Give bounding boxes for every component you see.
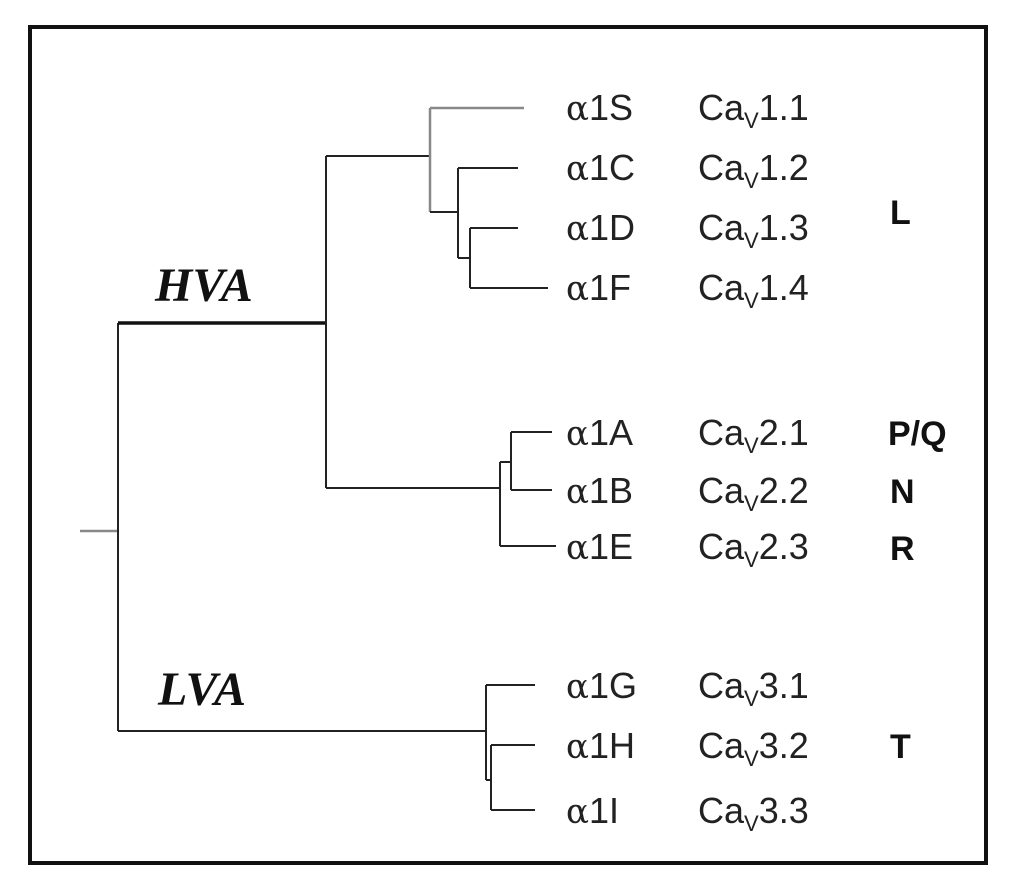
alpha-symbol: α — [566, 414, 589, 454]
alpha-symbol: α — [566, 792, 589, 832]
alpha-label-1h: α1H — [566, 725, 635, 767]
cav-label-3-3: CaV3.3 — [698, 793, 809, 842]
alpha-label-1g: α1G — [566, 665, 637, 707]
cav-label-3-2: CaV3.2 — [698, 728, 809, 777]
n-type-label: N — [890, 473, 915, 511]
cav-prefix: Ca — [698, 725, 745, 766]
cav-number: 2.2 — [758, 470, 809, 511]
cav-prefix: Ca — [698, 790, 745, 831]
cav-prefix: Ca — [698, 526, 745, 567]
alpha-symbol: α — [566, 667, 589, 707]
hva-class-label: HVA — [155, 259, 253, 312]
cav-subscript: V — [744, 433, 759, 458]
cav-label-2-1: CaV2.1 — [698, 415, 809, 464]
cav-label-2-2: CaV2.2 — [698, 473, 809, 522]
cav-subscript: V — [744, 288, 759, 313]
cav-subscript: V — [744, 746, 759, 771]
cav-label-3-1: CaV3.1 — [698, 668, 809, 717]
cav-prefix: Ca — [698, 665, 745, 706]
cav-subscript: V — [744, 686, 759, 711]
alpha-symbol: α — [566, 209, 589, 249]
alpha-name: 1A — [588, 412, 634, 453]
cav-number: 2.3 — [758, 526, 809, 567]
alpha-symbol: α — [566, 472, 589, 512]
cav-subscript: V — [744, 811, 759, 836]
cav-label-1-3: CaV1.3 — [698, 210, 809, 259]
alpha-symbol: α — [566, 528, 589, 568]
figure-frame — [28, 25, 988, 865]
cav-label-1-1: CaV1.1 — [698, 90, 809, 139]
alpha-label-1e: α1E — [566, 526, 634, 568]
alpha-label-1i: α1I — [566, 790, 619, 832]
alpha-label-1c: α1C — [566, 147, 635, 189]
cav-prefix: Ca — [698, 87, 745, 128]
alpha-label-1a: α1A — [566, 412, 634, 454]
cav-number: 1.1 — [758, 87, 809, 128]
alpha-symbol: α — [566, 89, 589, 129]
cav-prefix: Ca — [698, 267, 745, 308]
cav-prefix: Ca — [698, 207, 745, 248]
cav-label-2-3: CaV2.3 — [698, 529, 809, 578]
cav-number: 2.1 — [758, 412, 809, 453]
alpha-name: 1H — [588, 725, 635, 766]
alpha-name: 1G — [588, 665, 637, 706]
cav-subscript: V — [744, 108, 759, 133]
alpha-symbol: α — [566, 149, 589, 189]
alpha-name: 1S — [588, 87, 634, 128]
cav-subscript: V — [744, 228, 759, 253]
cav-subscript: V — [744, 547, 759, 572]
alpha-name: 1E — [588, 526, 634, 567]
cav-label-1-4: CaV1.4 — [698, 270, 809, 319]
cav-subscript: V — [744, 168, 759, 193]
cav-number: 1.3 — [758, 207, 809, 248]
t-type-label: T — [890, 728, 911, 766]
cav-number: 3.3 — [758, 790, 809, 831]
alpha-label-1f: α1F — [566, 267, 631, 309]
cav-number: 1.2 — [758, 147, 809, 188]
alpha-name: 1B — [588, 470, 634, 511]
alpha-label-1b: α1B — [566, 470, 634, 512]
cav-label-1-2: CaV1.2 — [698, 150, 809, 199]
lva-class-label: LVA — [158, 663, 247, 716]
pq-type-label: P/Q — [888, 415, 947, 453]
cav-prefix: Ca — [698, 147, 745, 188]
cav-number: 1.4 — [758, 267, 809, 308]
cav-number: 3.2 — [758, 725, 809, 766]
alpha-name: 1I — [588, 790, 619, 831]
alpha-name: 1D — [588, 207, 635, 248]
r-type-label: R — [890, 530, 915, 568]
alpha-name: 1C — [588, 147, 635, 188]
alpha-symbol: α — [566, 269, 589, 309]
cav-number: 3.1 — [758, 665, 809, 706]
l-type-label: L — [890, 194, 911, 232]
cav-prefix: Ca — [698, 412, 745, 453]
cav-subscript: V — [744, 491, 759, 516]
alpha-symbol: α — [566, 727, 589, 767]
cav-prefix: Ca — [698, 470, 745, 511]
alpha-label-1d: α1D — [566, 207, 635, 249]
alpha-name: 1F — [588, 267, 631, 308]
alpha-label-1s: α1S — [566, 87, 634, 129]
